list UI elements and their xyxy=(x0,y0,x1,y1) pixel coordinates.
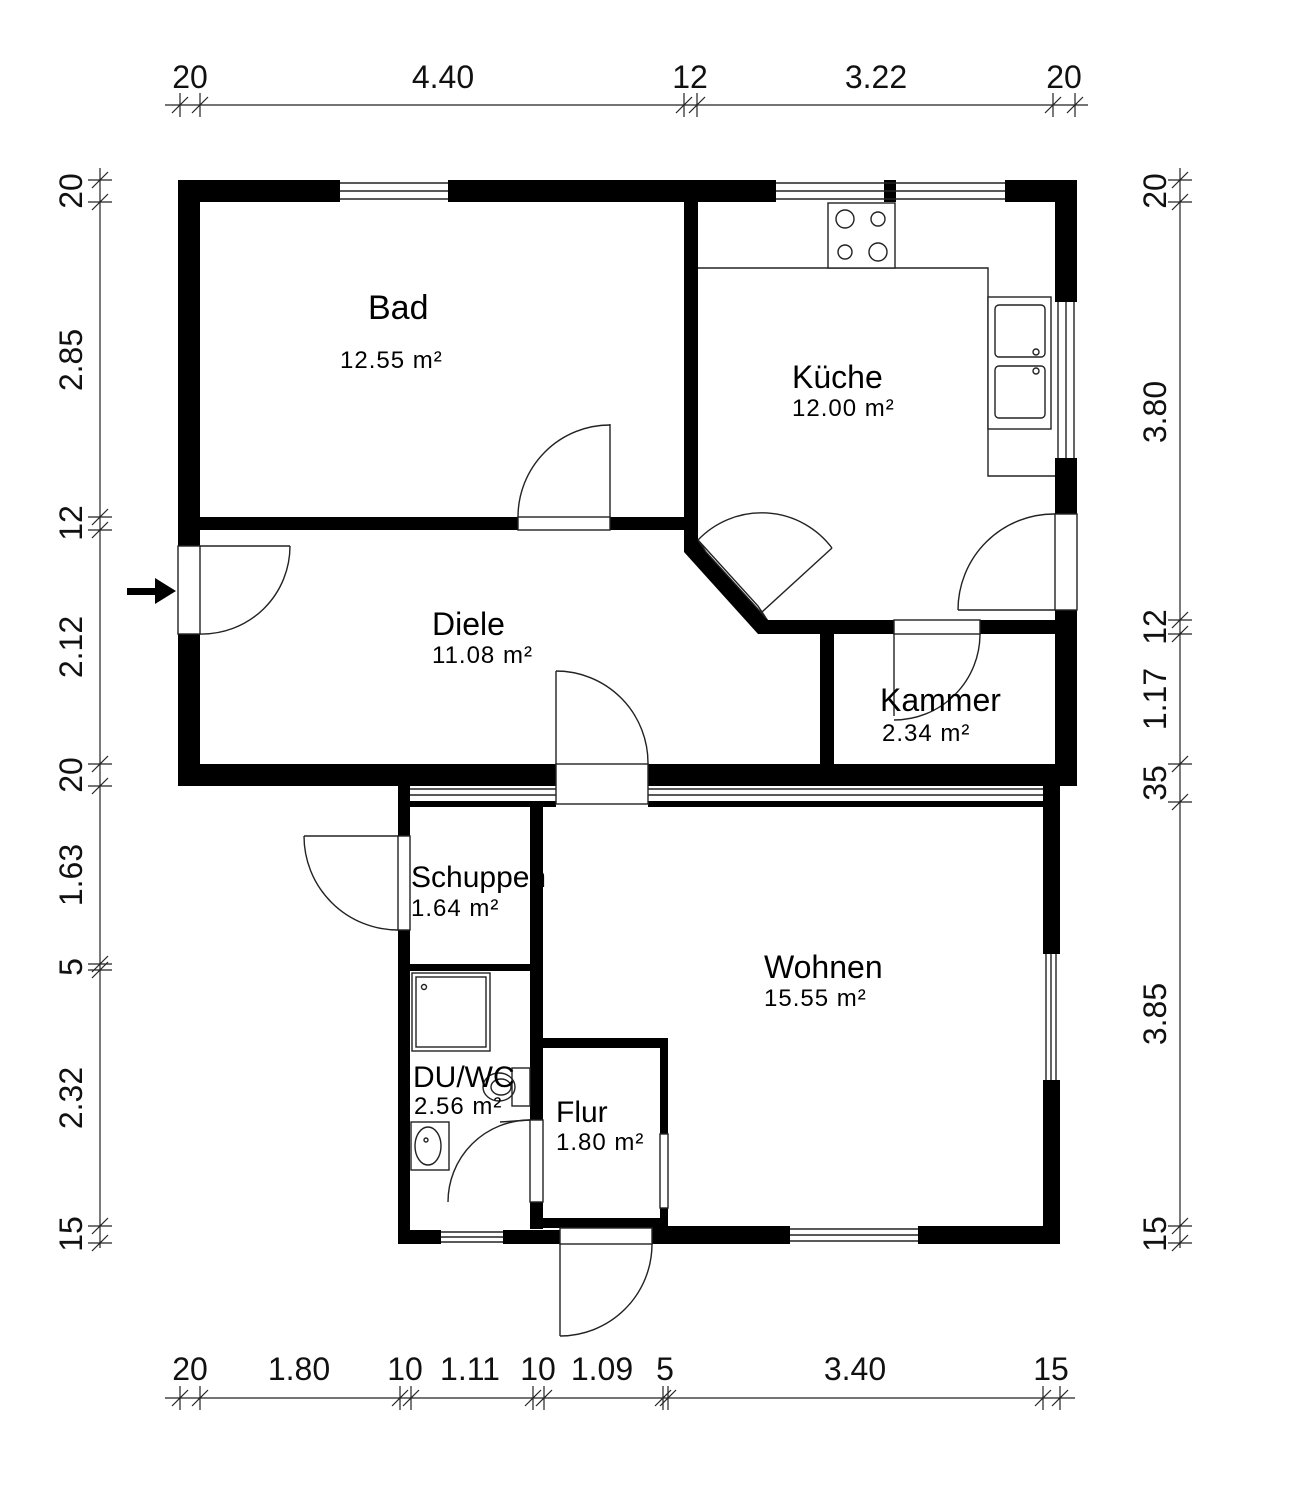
dim-bottom-4: 1.11 xyxy=(440,1351,500,1387)
dim-left-7: 5 xyxy=(53,958,89,976)
door-wohnen xyxy=(555,670,649,805)
dim-top-3: 12 xyxy=(672,59,708,95)
dim-left-8: 2.32 xyxy=(53,1067,89,1129)
room-area-wohnen: 15.55 m² xyxy=(764,985,867,1012)
dim-right-2: 3.80 xyxy=(1137,381,1173,443)
door-flur-wohnen xyxy=(659,1133,669,1209)
glass-partition xyxy=(410,788,1043,796)
dim-top-4: 3.22 xyxy=(845,59,907,95)
window-wohnen-right xyxy=(1045,954,1057,1080)
door-flur-exterior xyxy=(559,1227,653,1337)
door-entrance xyxy=(177,545,291,635)
stove-icon xyxy=(827,202,896,269)
dim-left-9: 15 xyxy=(53,1216,89,1252)
room-area-schuppen: 1.64 m² xyxy=(411,895,499,922)
dim-top-5: 20 xyxy=(1046,59,1082,95)
dim-left-2: 2.85 xyxy=(53,329,89,391)
room-area-duwc: 2.56 m² xyxy=(414,1093,502,1120)
door-kammer xyxy=(893,619,981,721)
dim-top-1: 20 xyxy=(172,59,208,95)
dim-right-3: 12 xyxy=(1137,609,1173,645)
room-name-duwc: DU/WC xyxy=(413,1061,515,1094)
dim-left-4: 2.12 xyxy=(53,616,89,678)
window-bad xyxy=(340,182,448,200)
room-name-wohnen: Wohnen xyxy=(764,949,883,985)
dim-bottom-7: 5 xyxy=(656,1351,674,1387)
window-kueche-right xyxy=(1057,302,1075,458)
room-name-bad: Bad xyxy=(368,289,429,327)
door-schuppen xyxy=(303,835,411,931)
dimensions-right: 20 3.80 12 1.17 35 3.85 15 xyxy=(1137,173,1173,1252)
dim-bottom-1: 20 xyxy=(172,1351,208,1387)
toilet-icon xyxy=(482,1067,531,1107)
dim-right-1: 20 xyxy=(1137,173,1173,209)
dim-bottom-2: 1.80 xyxy=(268,1351,330,1387)
dim-top-2: 4.40 xyxy=(412,59,474,95)
dim-left-3: 12 xyxy=(53,505,89,541)
sink-icon xyxy=(987,296,1052,430)
dimensions-top: 20 4.40 12 3.22 20 xyxy=(172,59,1082,95)
window-duwc-bottom xyxy=(441,1231,503,1243)
dim-right-4: 1.17 xyxy=(1137,668,1173,730)
room-name-flur: Flur xyxy=(556,1096,608,1129)
door-bad xyxy=(517,424,611,531)
dim-left-6: 1.63 xyxy=(53,844,89,906)
door-kueche-diele xyxy=(697,512,833,619)
dim-bottom-8: 3.40 xyxy=(824,1351,886,1387)
dim-bottom-9: 15 xyxy=(1033,1351,1069,1387)
door-duwc xyxy=(447,1119,544,1203)
dim-bottom-5: 10 xyxy=(520,1351,556,1387)
room-area-diele: 11.08 m² xyxy=(432,642,533,669)
dim-right-6: 3.85 xyxy=(1137,983,1173,1045)
doors xyxy=(177,424,1078,1337)
dimensions-left: 20 2.85 12 2.12 20 1.63 5 2.32 15 xyxy=(53,173,89,1252)
window-kueche-top xyxy=(776,182,1005,200)
dimensions-bottom: 20 1.80 10 1.11 10 1.09 5 3.40 15 xyxy=(172,1351,1069,1387)
dim-bottom-3: 10 xyxy=(387,1351,423,1387)
dimension-lines xyxy=(88,93,1192,1410)
room-area-bad: 12.55 m² xyxy=(340,347,443,374)
room-name-diele: Diele xyxy=(432,606,505,642)
room-labels: Bad 12.55 m² Küche 12.00 m² Diele 11.08 … xyxy=(340,289,1001,1156)
window-wohnen-bottom xyxy=(790,1228,918,1242)
dim-left-1: 20 xyxy=(53,173,89,209)
walls xyxy=(178,180,1077,1244)
room-name-schuppen: Schuppen xyxy=(411,861,546,894)
dim-bottom-6: 1.09 xyxy=(571,1351,633,1387)
room-area-kammer: 2.34 m² xyxy=(882,720,970,747)
windows xyxy=(340,182,1075,1243)
door-kueche-side xyxy=(957,513,1078,611)
washbasin-icon xyxy=(410,1121,450,1171)
room-name-kueche: Küche xyxy=(792,359,883,395)
room-area-kueche: 12.00 m² xyxy=(792,395,895,422)
dim-right-7: 15 xyxy=(1137,1216,1173,1252)
room-area-flur: 1.80 m² xyxy=(556,1129,644,1156)
dim-right-5: 35 xyxy=(1137,765,1173,801)
fixtures xyxy=(410,202,1055,1171)
dim-left-5: 20 xyxy=(53,757,89,793)
shower-icon xyxy=(411,972,491,1052)
room-name-kammer: Kammer xyxy=(880,682,1001,718)
entrance-arrow-icon xyxy=(127,578,176,604)
